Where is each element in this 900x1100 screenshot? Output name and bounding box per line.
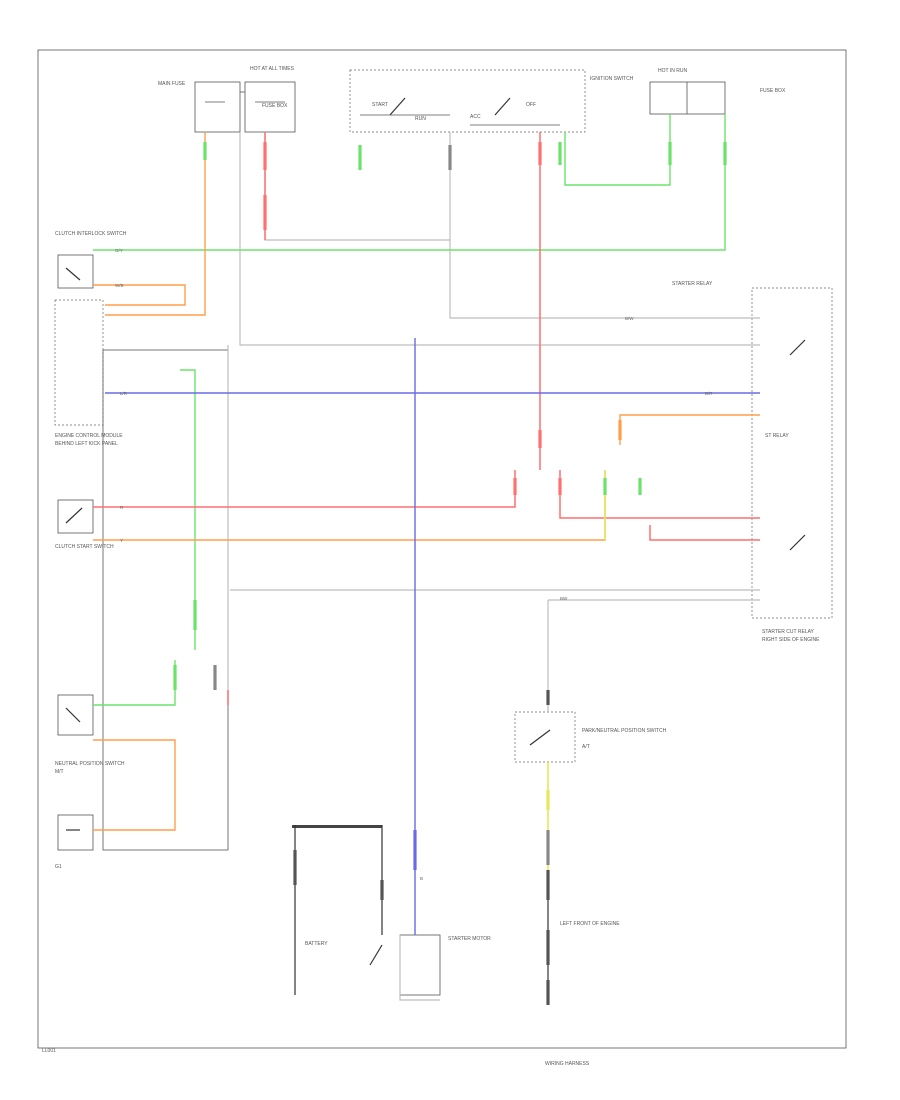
wire-red-3 <box>93 470 516 508</box>
wire-red-5 <box>649 525 760 541</box>
wire-orange-4 <box>619 414 760 445</box>
hot-label: HOT AT ALL TIMES <box>250 66 295 72</box>
diagram-code: LL001 <box>42 1048 56 1054</box>
wire-gray-1 <box>239 132 760 346</box>
st-relay-label: ST RELAY <box>765 433 789 439</box>
wire-green-2 <box>564 114 671 186</box>
wire-label-lr: L/R <box>120 391 128 396</box>
ignition-switch: IGNITION SWITCH START RUN ACC OFF <box>349 69 634 133</box>
wire-green-1 <box>93 114 726 251</box>
starter-label: STARTER MOTOR <box>448 936 491 942</box>
wire-gray-2 <box>264 132 451 241</box>
engine-control-module: ENGINE CONTROL MODULE BEHIND LEFT KICK P… <box>54 299 229 851</box>
run-fuse-box-label: FUSE BOX <box>760 88 786 94</box>
wire-label-gy: G/Y <box>115 248 123 253</box>
bottom-left-module: G1 <box>55 814 94 870</box>
ground-label: G1 <box>55 864 62 870</box>
wire-orange-3 <box>93 470 606 541</box>
wire-label-bw-2: BW <box>560 596 568 601</box>
ignition-contact-2 <box>494 97 511 116</box>
relay-contact-1 <box>789 339 806 356</box>
main-fuse-box: HOT AT ALL TIMES MAIN FUSE FUSE BOX <box>158 66 296 133</box>
battery-bus-bar <box>292 825 382 828</box>
ignition-acc-label: ACC <box>470 114 481 120</box>
fuse-box-label: FUSE BOX <box>262 103 288 109</box>
wire-orange-2 <box>105 132 206 316</box>
wire-green-4 <box>93 660 176 706</box>
neutral-mt-label: M/T <box>55 769 64 775</box>
wire-orange-5 <box>93 739 176 831</box>
starter-relay-label: STARTER RELAY <box>672 281 713 287</box>
clutch-switch-label: CLUTCH INTERLOCK SWITCH <box>55 231 127 237</box>
wire-orange-1 <box>93 284 186 306</box>
wire-gray-8 <box>399 935 440 1001</box>
run-fuse-box: HOT IN RUN FUSE BOX <box>649 68 786 115</box>
ecm-location-label: BEHIND LEFT KICK PANEL <box>55 441 118 447</box>
main-fuse-label: MAIN FUSE <box>158 81 186 87</box>
ignition-contact-1 <box>389 97 406 116</box>
connector-plugs <box>173 142 727 1005</box>
ignition-run-label: RUN <box>415 116 426 122</box>
hot-in-run-label: HOT IN RUN <box>658 68 687 74</box>
ignition-start-label: START <box>372 102 388 108</box>
clutch-start-switch: CLUTCH START SWITCH <box>55 499 114 550</box>
wire-green-3 <box>180 369 196 650</box>
clutch-interlock-switch: CLUTCH INTERLOCK SWITCH <box>55 231 127 289</box>
ecm-right-bracket <box>102 349 229 851</box>
wire-label-b: B <box>420 876 423 881</box>
left-front-label: LEFT FRONT OF ENGINE <box>560 921 620 927</box>
relay-block: ST RELAY STARTER CUT RELAY RIGHT SIDE OF… <box>672 281 833 643</box>
park-neutral-at-label: A/T <box>582 744 590 750</box>
battery-label: BATTERY <box>305 941 328 947</box>
ignition-off-label: OFF <box>526 102 536 108</box>
neutral-position-switch: NEUTRAL POSITION SWITCH M/T <box>55 694 125 775</box>
wire-label-wb: W/B <box>115 283 124 288</box>
starter-cut-relay-label: STARTER CUT RELAY <box>762 629 815 635</box>
park-neutral-label: PARK/NEUTRAL POSITION SWITCH <box>582 728 667 734</box>
wire-gray-3 <box>449 240 760 319</box>
wire-label-br: B/R <box>705 391 713 396</box>
wire-label-bw: B/W <box>625 316 634 321</box>
relay-location-label: RIGHT SIDE OF ENGINE <box>762 637 820 643</box>
wire-red-4 <box>559 470 760 519</box>
wire-label-y: Y <box>120 538 123 543</box>
ecm-label: ENGINE CONTROL MODULE <box>55 433 123 439</box>
wire-label-r: R <box>120 505 124 510</box>
park-neutral-switch: PARK/NEUTRAL POSITION SWITCH A/T <box>514 711 667 763</box>
neutral-switch-label: NEUTRAL POSITION SWITCH <box>55 761 125 767</box>
clutch-start-label: CLUTCH START SWITCH <box>55 544 114 550</box>
diagram-frame <box>37 49 847 1049</box>
relay-contact-2 <box>789 534 806 551</box>
battery-starter: BATTERY STARTER MOTOR LEFT FRONT OF ENGI… <box>292 825 620 1067</box>
harness-label: WIRING HARNESS <box>545 1061 590 1067</box>
ignition-switch-label: IGNITION SWITCH <box>590 76 634 82</box>
